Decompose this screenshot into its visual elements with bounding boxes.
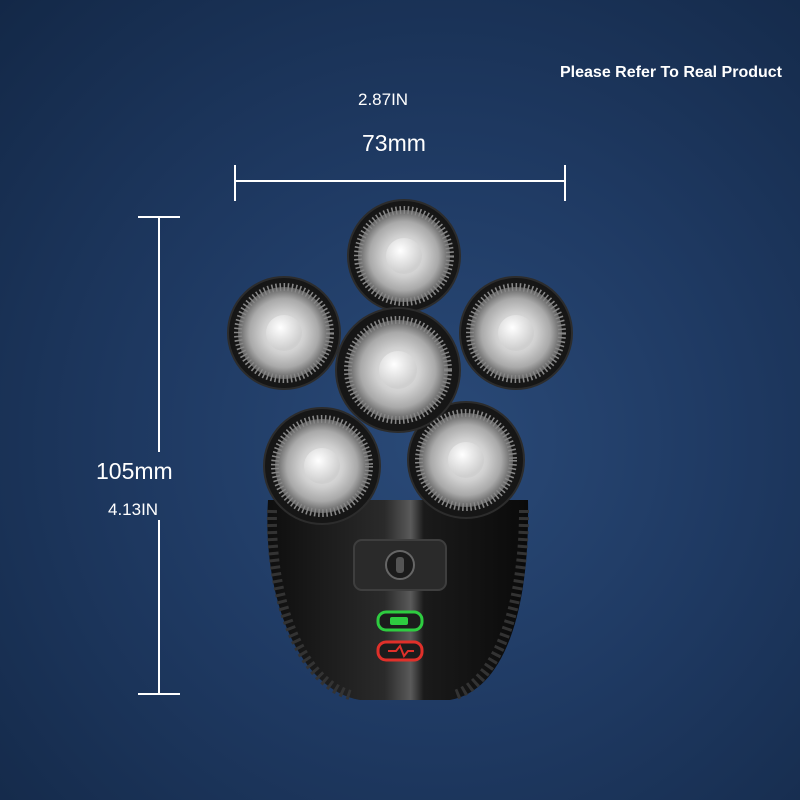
handle-texture-right — [453, 509, 529, 700]
blade-center — [344, 316, 452, 424]
width-dimension-cap-right — [564, 165, 566, 201]
refer-note: Please Refer To Real Product — [560, 64, 782, 81]
width-mm-label: 73mm — [362, 130, 426, 156]
shaver-handle — [267, 500, 529, 700]
width-dimension-cap-left — [234, 165, 236, 201]
width-dimension-line — [235, 180, 566, 182]
charging-icon — [376, 640, 424, 662]
blade-top — [354, 206, 454, 306]
width-inches-label: 2.87IN — [358, 90, 409, 109]
height-inches-label: 4.13IN — [108, 500, 159, 519]
height-dimension-line-top — [158, 216, 160, 452]
height-dimension-line-bottom — [158, 520, 160, 695]
blade-bottom-right — [415, 409, 517, 511]
blade-right — [466, 283, 566, 383]
blade-left — [234, 283, 334, 383]
height-dimension-cap-bottom — [138, 693, 180, 695]
height-mm-label: 105mm — [96, 458, 173, 484]
blade-bottom-left — [271, 415, 373, 517]
